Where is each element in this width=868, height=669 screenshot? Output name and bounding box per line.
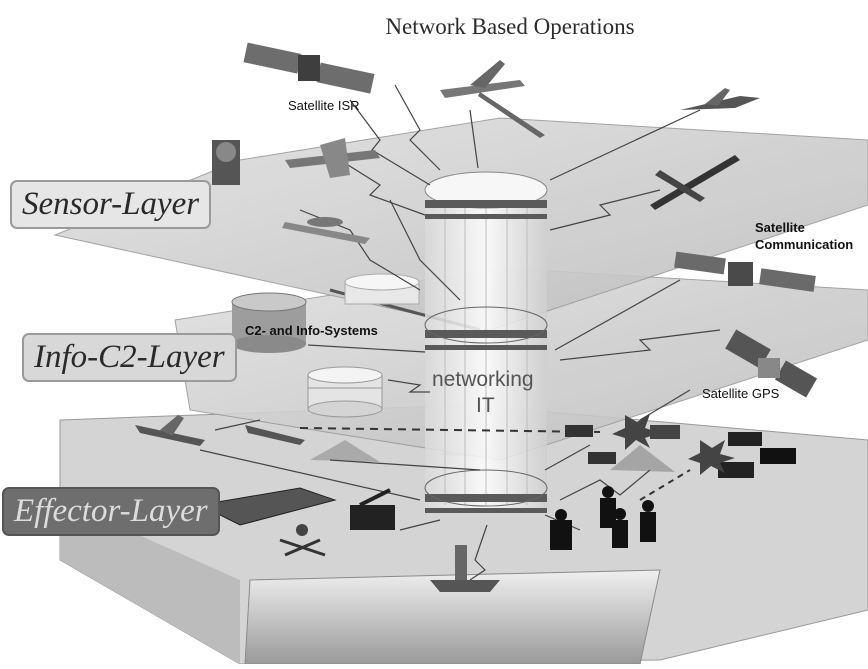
mountain <box>310 440 380 462</box>
satellite-communication-label-line1: Satellite <box>755 220 805 235</box>
soldiers-icon <box>550 486 656 550</box>
effector-layer-label: Effector-Layer <box>2 487 220 536</box>
satellite-icon <box>674 251 816 292</box>
fighter-jet-icon <box>135 415 305 446</box>
sensor-layer-label: Sensor-Layer <box>10 180 212 229</box>
drone-icon <box>440 60 545 138</box>
database-icon <box>231 292 307 353</box>
airfield-icon <box>198 487 337 557</box>
ship-icon <box>430 545 500 592</box>
networking-label: networking <box>432 368 534 391</box>
explosion-icon <box>688 440 735 475</box>
radar-station-icon <box>212 140 240 185</box>
info-c2-layer-label: Info-C2-Layer <box>22 333 237 382</box>
mountain <box>610 445 675 472</box>
missile-launcher-icon <box>350 488 395 530</box>
uav-icon <box>650 155 740 210</box>
fighter-jet-icon <box>680 88 760 110</box>
satellite-gps-label: Satellite GPS <box>702 386 780 401</box>
satellite-icon <box>243 42 375 94</box>
networking-cylinder <box>424 171 548 513</box>
c2-info-systems-label: C2- and Info-Systems <box>245 323 378 338</box>
transport-plane-icon <box>285 138 380 178</box>
tank-icon <box>565 425 796 478</box>
database-icon <box>344 273 420 305</box>
satellite-communication-label-line2: Communication <box>755 237 854 252</box>
database-icon <box>307 366 383 418</box>
effector-plane <box>59 404 868 665</box>
awacs-plane-icon <box>282 217 370 244</box>
gps-satellite-icon <box>725 329 818 398</box>
satellite-isr-label: Satellite ISR <box>288 98 360 113</box>
it-label: IT <box>476 394 495 417</box>
explosion-icon <box>612 414 660 450</box>
diagram-title: Network Based Operations <box>385 14 635 39</box>
